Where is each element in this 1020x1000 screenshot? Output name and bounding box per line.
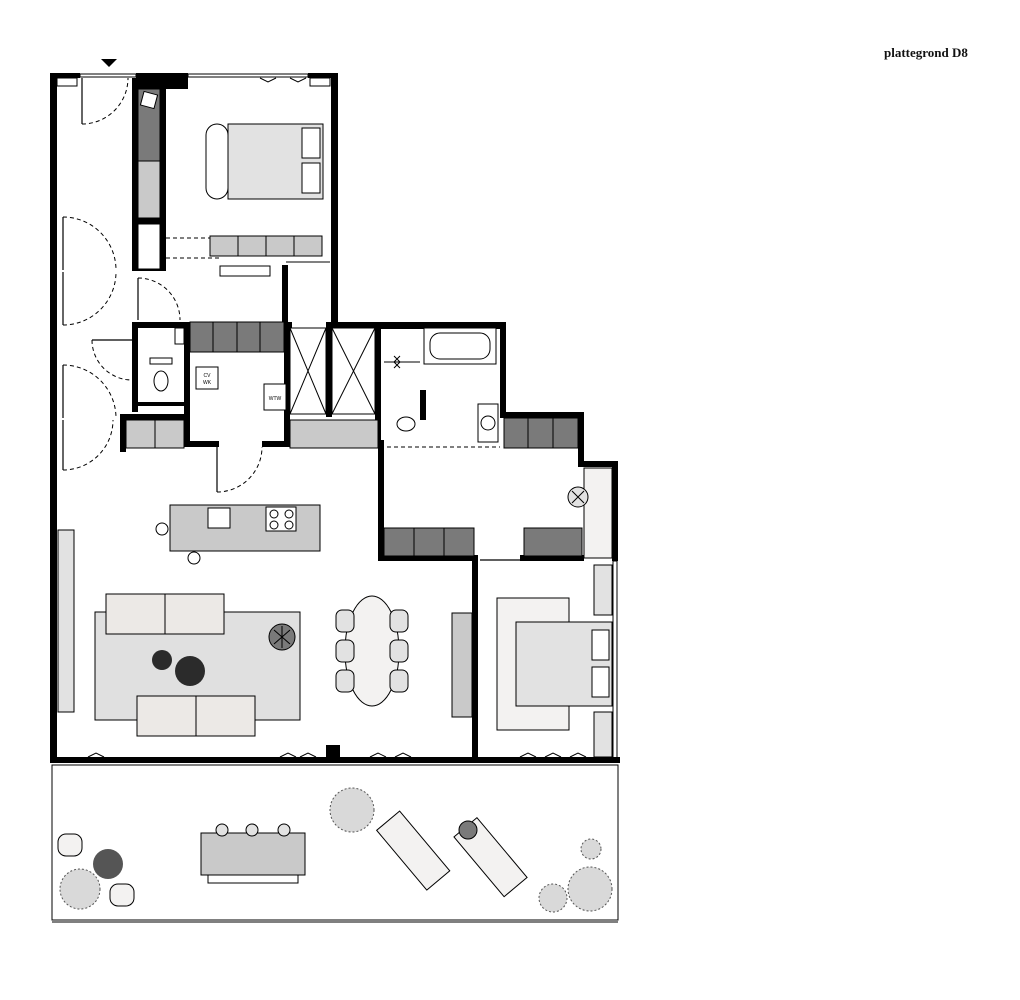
- washbasin: [149, 357, 173, 365]
- shafts: [289, 327, 376, 415]
- lounge-chair: [109, 883, 135, 907]
- balcony-outline: [51, 764, 619, 921]
- entrance-closet: [137, 223, 161, 270]
- bathtub-inner: [429, 332, 491, 360]
- bedroom-2: [496, 486, 613, 758]
- outdoor-chair: [277, 823, 291, 837]
- sink: [207, 507, 231, 529]
- bedroom-1: [137, 88, 330, 277]
- nightstand: [593, 564, 613, 616]
- toilet-bowl: [153, 370, 169, 392]
- dining-area: [335, 595, 473, 718]
- hall-cabinets: [125, 417, 613, 559]
- cv-label: CV: [204, 373, 212, 379]
- desk: [219, 265, 271, 277]
- plant-icon: [567, 866, 613, 912]
- plan-title: plattegrond D8: [884, 45, 968, 60]
- bench: [205, 123, 229, 200]
- bathroom-toilet: [396, 416, 416, 432]
- sunbed: [375, 810, 451, 891]
- wtw-label: WTW: [269, 396, 282, 402]
- doors: [62, 77, 520, 561]
- outdoor-table: [200, 832, 306, 876]
- dining-chair: [389, 669, 409, 693]
- outdoor-chair: [215, 823, 229, 837]
- nightstand: [593, 711, 613, 758]
- bench: [207, 874, 299, 884]
- wardrobe-light: [137, 160, 161, 219]
- corridor-cabinets: [174, 321, 285, 353]
- coffee-table: [175, 656, 205, 686]
- toilet-room: [149, 357, 173, 392]
- meter-box: [174, 327, 185, 345]
- dining-chair: [389, 639, 409, 663]
- wk-label: WK: [203, 380, 212, 386]
- balcony: [51, 764, 619, 923]
- pillow: [591, 666, 610, 698]
- dining-chair: [335, 669, 355, 693]
- plant-icon: [538, 883, 568, 913]
- sideboard: [451, 612, 473, 718]
- plant-icon: [580, 838, 602, 860]
- outdoor-table-round: [93, 849, 123, 879]
- wtw-unit: [263, 383, 287, 411]
- chair: [139, 90, 159, 110]
- entrance-arrow-icon: [101, 59, 117, 67]
- tv-cabinet: [57, 529, 75, 713]
- dining-chair: [335, 639, 355, 663]
- lounge-chair: [57, 833, 83, 857]
- living-area: [57, 529, 301, 737]
- dining-chair: [335, 609, 355, 633]
- window-markers: [56, 77, 587, 758]
- pillow: [591, 629, 610, 661]
- plant-icon: [59, 868, 101, 910]
- stool: [187, 551, 201, 565]
- cv-box: [195, 366, 219, 390]
- utility-room: CV WK WTW: [195, 366, 287, 411]
- outdoor-chair: [245, 823, 259, 837]
- side-table-round: [458, 820, 478, 840]
- pillow: [301, 127, 321, 159]
- dining-chair: [389, 609, 409, 633]
- bathroom: [384, 327, 499, 443]
- stool: [155, 522, 169, 536]
- side-table: [152, 650, 172, 670]
- pillow: [301, 162, 321, 194]
- kitchen-island: [155, 504, 321, 565]
- plant-icon: [329, 787, 375, 833]
